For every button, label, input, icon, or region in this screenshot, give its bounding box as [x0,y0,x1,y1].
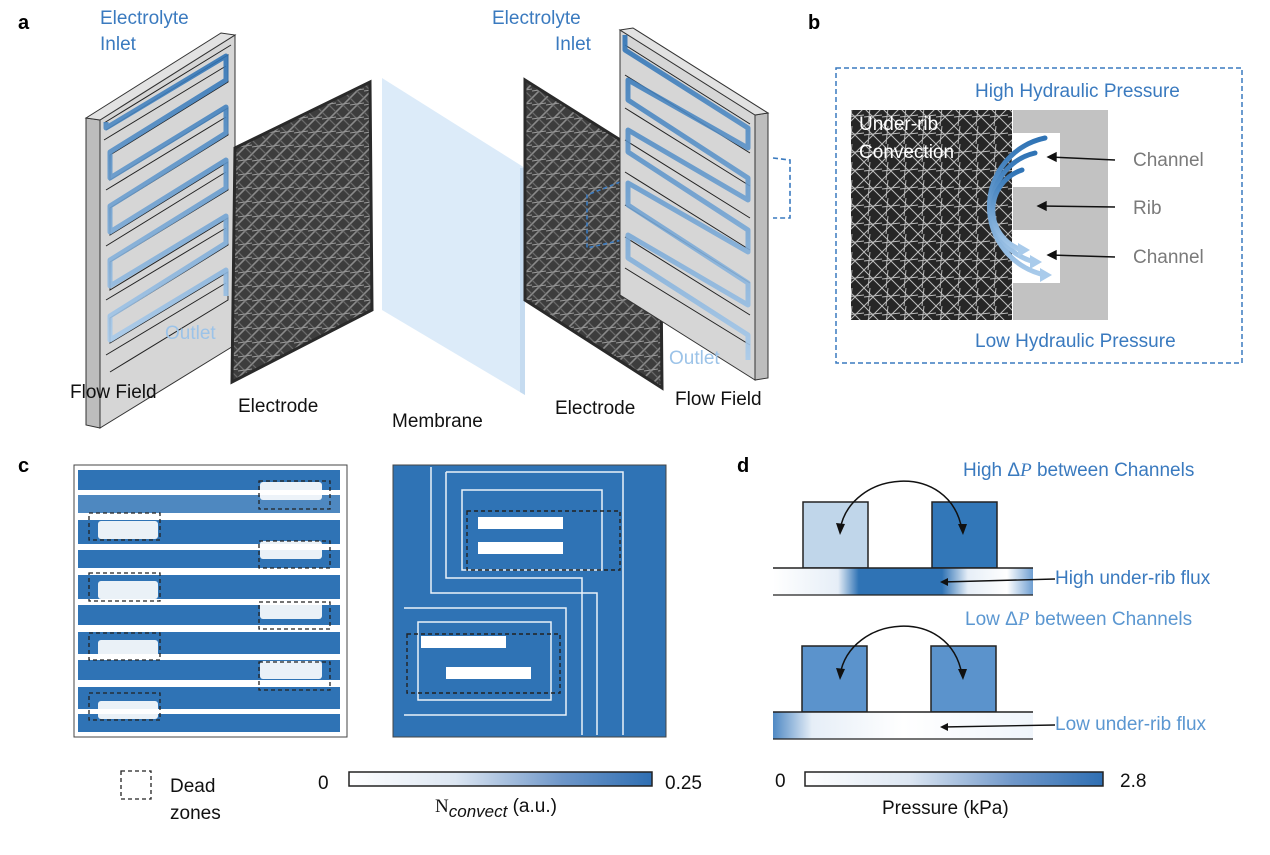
nconvect-main: N [435,796,449,817]
panel-a-letter: a [18,12,30,34]
nconvect-sub: convect [448,801,508,821]
panel-c-letter: c [18,455,30,477]
rib-profile [1013,110,1108,320]
convection-arrows [986,135,1048,278]
high-dp-delta: Δ [1007,460,1021,481]
label-electrode-right: Electrode [555,398,636,419]
high-dp-pre: High [963,460,1008,481]
colorbar-d-max: 2.8 [1120,771,1147,792]
left-inlet-label-2: Inlet [100,34,136,55]
right-inlet-label-1: Electrolyte [492,8,581,29]
left-outlet-label: Outlet [165,323,216,344]
low-dp-post: between Channels [1029,609,1193,630]
high-dp-post: between Channels [1031,460,1195,481]
colorbar-c-label: Nconvect (a.u.) [435,796,557,822]
low-dp-pre: Low [965,609,1006,630]
colorbar-nconvect [348,771,653,787]
left-inlet-label-1: Electrolyte [100,8,189,29]
high-hydraulic-pressure-label: High Hydraulic Pressure [975,81,1180,102]
spiral-map [392,464,667,738]
colorbar-c-max: 0.25 [665,773,702,794]
high-flux-label: High under-rib flux [1055,568,1211,589]
panel-b-frame [835,67,1243,364]
right-outlet-label: Outlet [669,348,720,369]
label-flow-field-right: Flow Field [675,389,762,410]
dead-zones-label-1: Dead [170,776,216,797]
dead-zones-label-2: zones [170,803,221,824]
serpentine-map [73,464,348,738]
convection-label-2: Convection [859,142,955,163]
right-flow-field [618,27,770,381]
low-dp-schematic [773,625,1056,740]
rib-label: Rib [1133,198,1162,219]
high-dp-p: P [1020,460,1032,481]
nconvect-unit: (a.u.) [507,796,557,817]
channel-bottom-label: Channel [1133,247,1204,268]
low-dp-p: P [1017,609,1030,630]
label-arrows [1036,151,1116,261]
panel-d-letter: d [737,455,750,477]
label-electrode-left: Electrode [238,396,319,417]
colorbar-d-label: Pressure (kPa) [882,798,1009,819]
colorbar-pressure [804,771,1104,787]
dead-zone-legend-swatch [120,770,152,800]
colorbar-d-min: 0 [775,771,786,792]
label-flow-field-left: Flow Field [70,382,157,403]
right-inlet-label-2: Inlet [555,34,591,55]
left-electrode [230,79,374,385]
low-dp-delta: Δ [1005,609,1018,630]
panel-b-letter: b [808,12,821,34]
high-dp-schematic [773,480,1056,596]
channel-top-label: Channel [1133,150,1204,171]
colorbar-c-min: 0 [318,773,329,794]
low-flux-label: Low under-rib flux [1055,714,1207,735]
convection-label-1: Under-rib [859,114,939,135]
label-membrane: Membrane [392,411,483,432]
high-dp-title: High ΔP between Channels [963,460,1194,482]
fiber-micrograph [851,110,1012,320]
membrane [382,78,525,395]
left-flow-field [84,32,237,429]
low-dp-title: Low ΔP between Channels [965,609,1192,631]
low-hydraulic-pressure-label: Low Hydraulic Pressure [975,331,1176,352]
